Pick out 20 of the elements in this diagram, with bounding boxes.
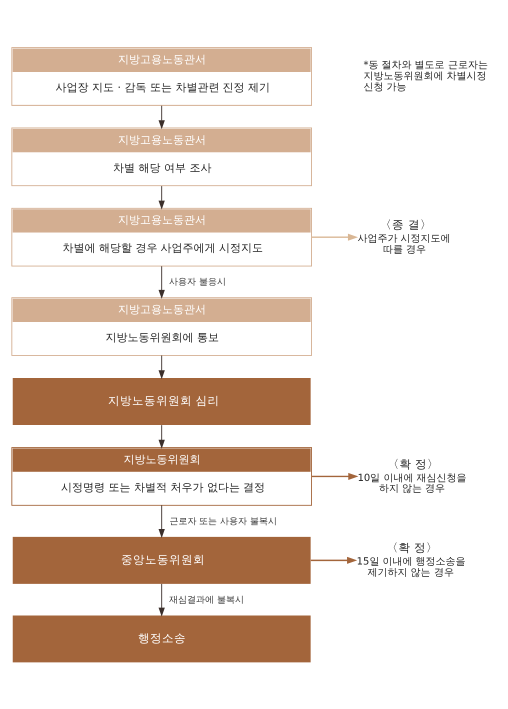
arrow — [158, 424, 165, 448]
edge-label: 사용자 불응시 — [168, 277, 226, 288]
node-box: 지방노동위원회 심리 — [12, 378, 311, 424]
node-text: 〈종 결〉 사업주가 시정지도에 따를 경우 — [358, 217, 451, 255]
node-box: 행정소송 — [12, 614, 311, 662]
arrow — [158, 582, 165, 616]
node-text: 〈확 정〉 15일 이내에 행정소송을 제기하지 않는 경우 — [356, 540, 466, 578]
arrow — [158, 504, 165, 538]
edge-label: 재심결과에 불복시 — [168, 594, 244, 605]
arrow — [158, 354, 165, 379]
node-box: 중앙노동위원회 — [12, 536, 311, 584]
label: *동 절차와 별도로 근로자는 지방노동위원회에 차별시정 신청 가능 — [363, 60, 488, 92]
arrow — [158, 265, 165, 298]
node-text: 〈확 정〉 10일 이내에 재심신청을 하지 않는 경우 — [358, 456, 467, 494]
arrow — [312, 472, 358, 480]
arrow — [312, 233, 358, 240]
arrow — [158, 104, 165, 129]
arrow — [310, 556, 358, 564]
arrow — [158, 185, 165, 210]
edge-label: 근로자 또는 사용자 불복시 — [169, 516, 277, 526]
